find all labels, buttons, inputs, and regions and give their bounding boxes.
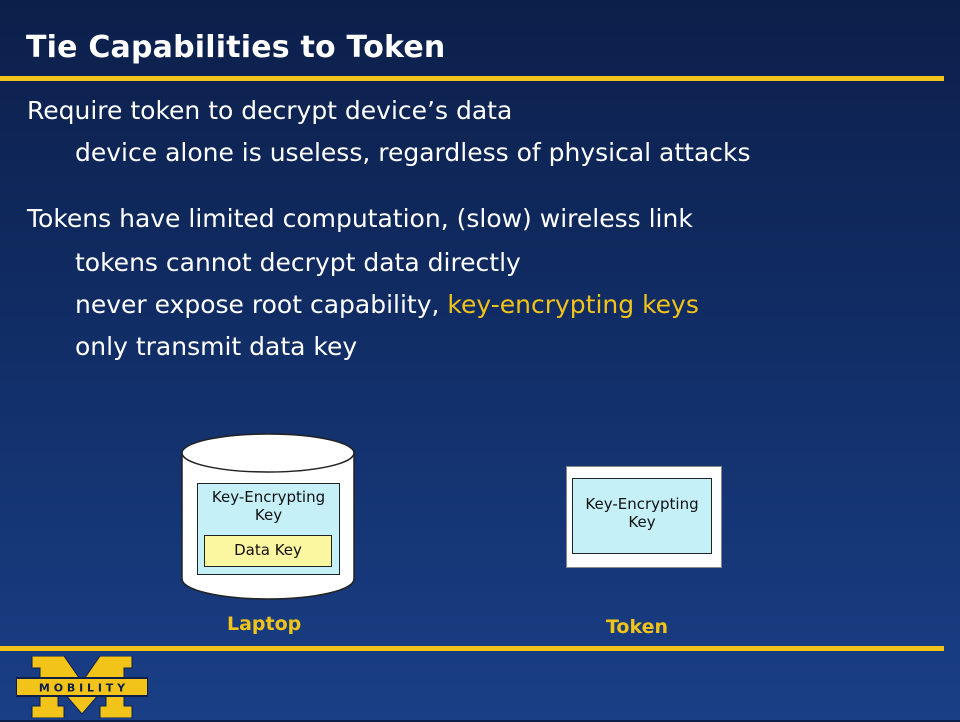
bullet-2: Tokens have limited computation, (slow) … xyxy=(27,204,693,233)
bullet-2-sub-2: never expose root capability, key-encryp… xyxy=(75,290,699,319)
mobility-logo-icon: M O B I L I T Y xyxy=(15,655,149,719)
laptop-kek-label-line2: Key xyxy=(254,506,283,524)
svg-text:M O B I L I T Y: M O B I L I T Y xyxy=(39,682,126,695)
bullet-2-sub-1: tokens cannot decrypt data directly xyxy=(75,248,521,277)
token-kek-label-line1: Key-Encrypting xyxy=(585,495,699,513)
laptop-caption: Laptop xyxy=(227,613,302,635)
bullet-1: Require token to decrypt device’s data xyxy=(27,96,513,125)
footer-divider xyxy=(0,646,944,651)
token-kek-label-line2: Key xyxy=(628,513,656,531)
token-kek-label: Key-Encrypting Key xyxy=(573,495,711,531)
laptop-kek-label: Key-Encrypting Key xyxy=(198,488,339,524)
bullet-2-sub-2-plain: never expose root capability, xyxy=(75,290,448,319)
token-caption: Token xyxy=(606,616,669,638)
laptop-data-key-box: Data Key xyxy=(204,535,332,567)
slide-title: Tie Capabilities to Token xyxy=(26,30,446,65)
bullet-2-sub-3: only transmit data key xyxy=(75,332,358,361)
token-key-encrypting-key-box: Key-Encrypting Key xyxy=(572,478,712,554)
laptop-kek-label-line1: Key-Encrypting xyxy=(211,488,326,506)
bullet-2-sub-2-highlight: key-encrypting keys xyxy=(447,290,699,319)
title-divider xyxy=(0,76,944,81)
bullet-1-sub: device alone is useless, regardless of p… xyxy=(75,138,751,167)
